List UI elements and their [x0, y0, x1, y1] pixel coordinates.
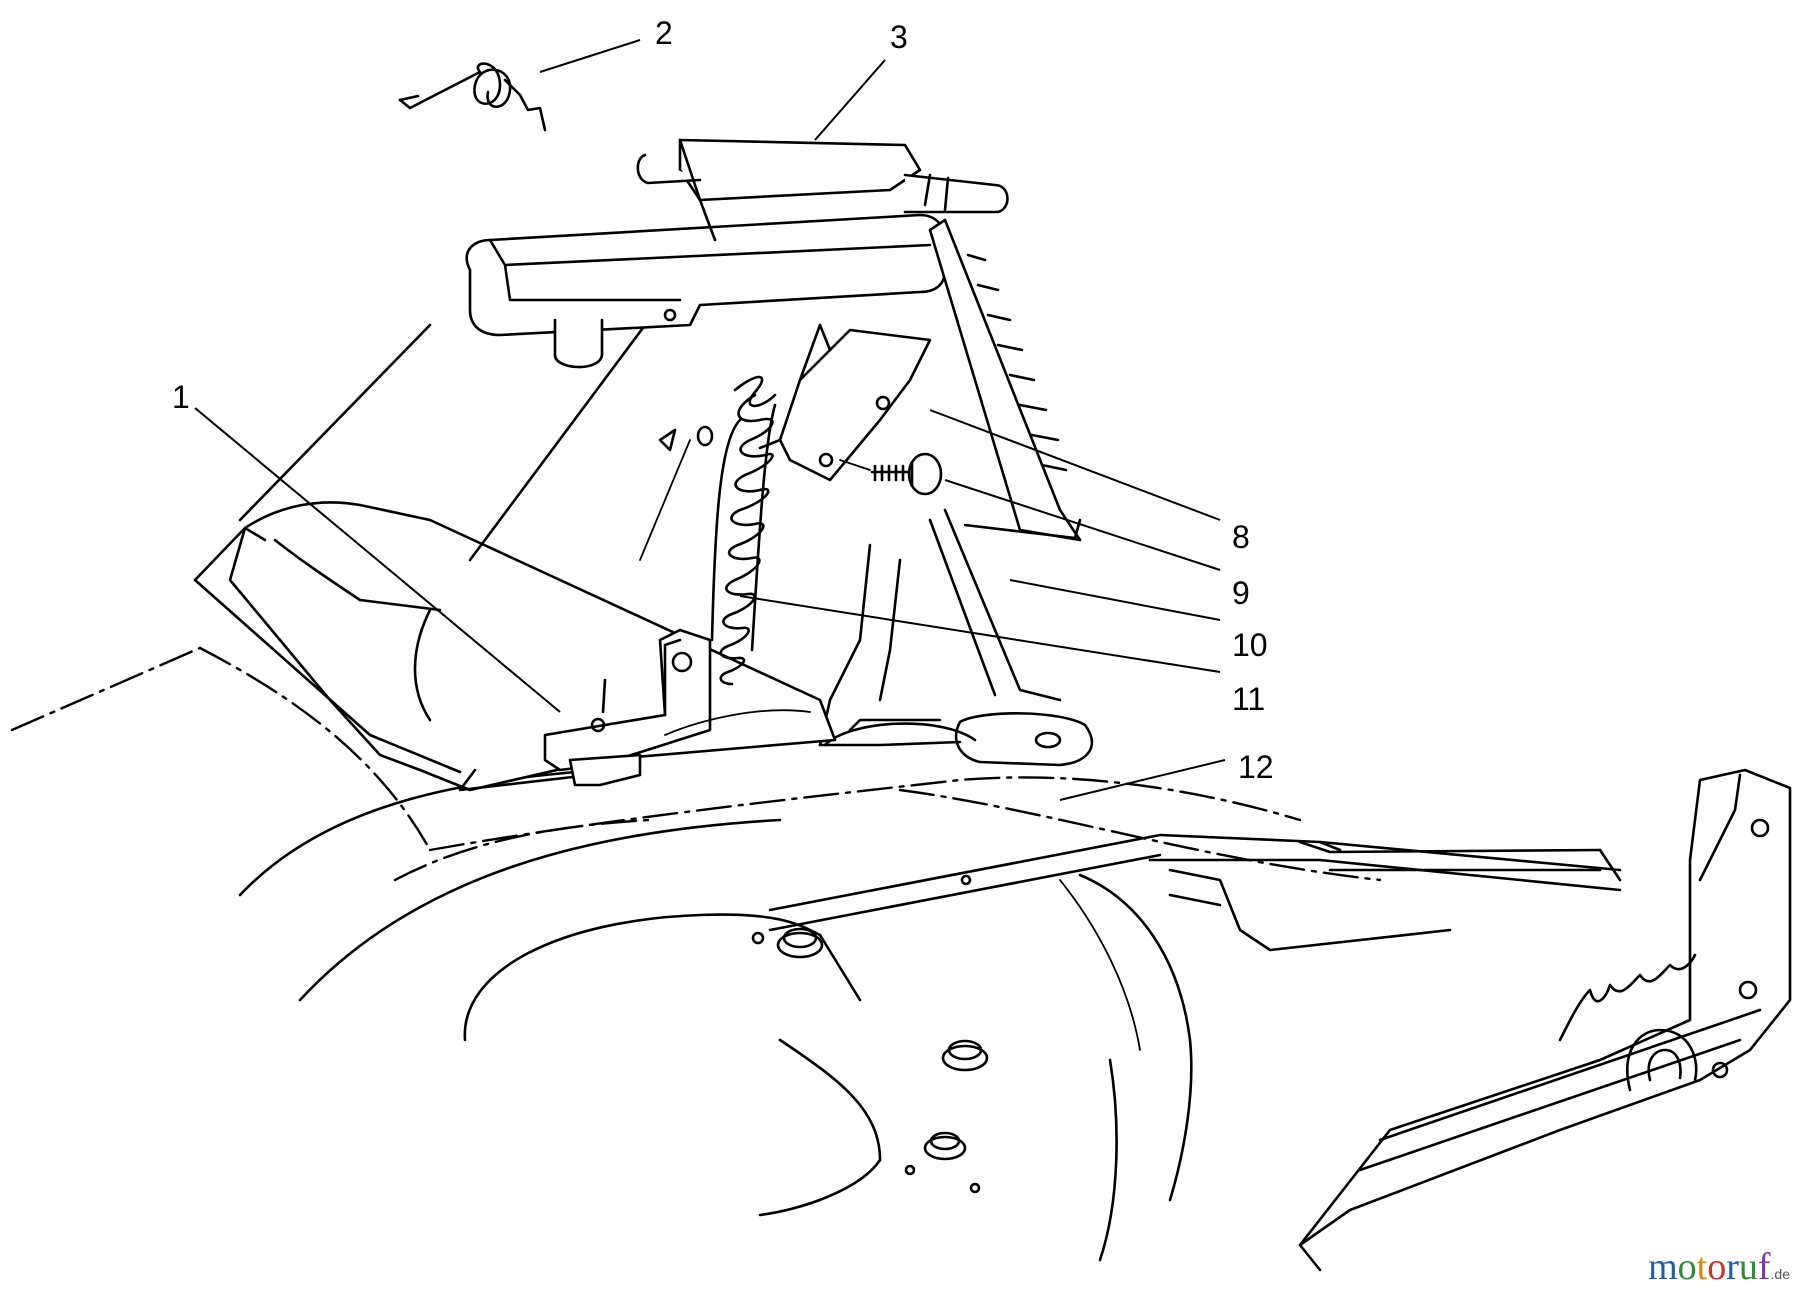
bolt-part-9	[839, 452, 943, 496]
mount-stand	[818, 508, 1094, 767]
watermark-letter: o	[1677, 1246, 1697, 1288]
deck-housing	[10, 646, 1382, 1002]
watermark-letter: m	[1648, 1246, 1678, 1288]
leader-9	[944, 479, 1221, 571]
rear-frame	[768, 833, 1622, 952]
leader-lines	[194, 39, 1226, 801]
callout-10: 10	[1232, 627, 1268, 663]
watermark-letter: o	[1707, 1246, 1727, 1288]
leader-11	[739, 595, 1221, 673]
callout-9: 9	[1232, 575, 1250, 611]
callout-8: 8	[1232, 519, 1250, 555]
bolt-c	[923, 1131, 967, 1161]
handle-assembly	[465, 138, 1009, 369]
watermark-letter: u	[1738, 1246, 1758, 1288]
housing-bolts	[751, 874, 989, 1194]
rear-flap	[193, 303, 837, 792]
small-washer	[639, 425, 714, 561]
leader-12	[1059, 759, 1226, 801]
spring-part-11	[710, 375, 777, 686]
leader-3	[814, 59, 886, 141]
inner-housing	[463, 873, 1193, 1262]
watermark-letters: motoruf	[1648, 1246, 1770, 1288]
leader-10	[1009, 579, 1221, 621]
callout-3: 3	[890, 19, 908, 55]
callout-labels: 1 2 3 8 9 10 11 12	[172, 15, 1274, 785]
callout-12: 12	[1238, 749, 1274, 785]
watermark-logo: motoruf.de	[1648, 1245, 1790, 1289]
callout-1: 1	[172, 379, 190, 415]
torsion-spring-part-2	[398, 62, 547, 132]
bolt-b	[941, 1039, 989, 1072]
watermark-letter: f	[1757, 1246, 1771, 1288]
watermark-tld: .de	[1770, 1266, 1790, 1282]
leader-1	[194, 407, 561, 713]
ladder-arm	[928, 218, 1082, 542]
watermark-letter: r	[1726, 1246, 1739, 1288]
leader-8	[929, 409, 1221, 521]
watermark-letter: t	[1696, 1246, 1708, 1288]
callout-2: 2	[655, 15, 673, 51]
bracket-plate	[758, 323, 932, 482]
callout-11: 11	[1232, 681, 1265, 717]
height-adjust-bracket	[1298, 768, 1792, 1272]
bolt-a	[776, 927, 824, 959]
spring-anchor	[543, 628, 811, 787]
leader-2	[539, 39, 641, 73]
